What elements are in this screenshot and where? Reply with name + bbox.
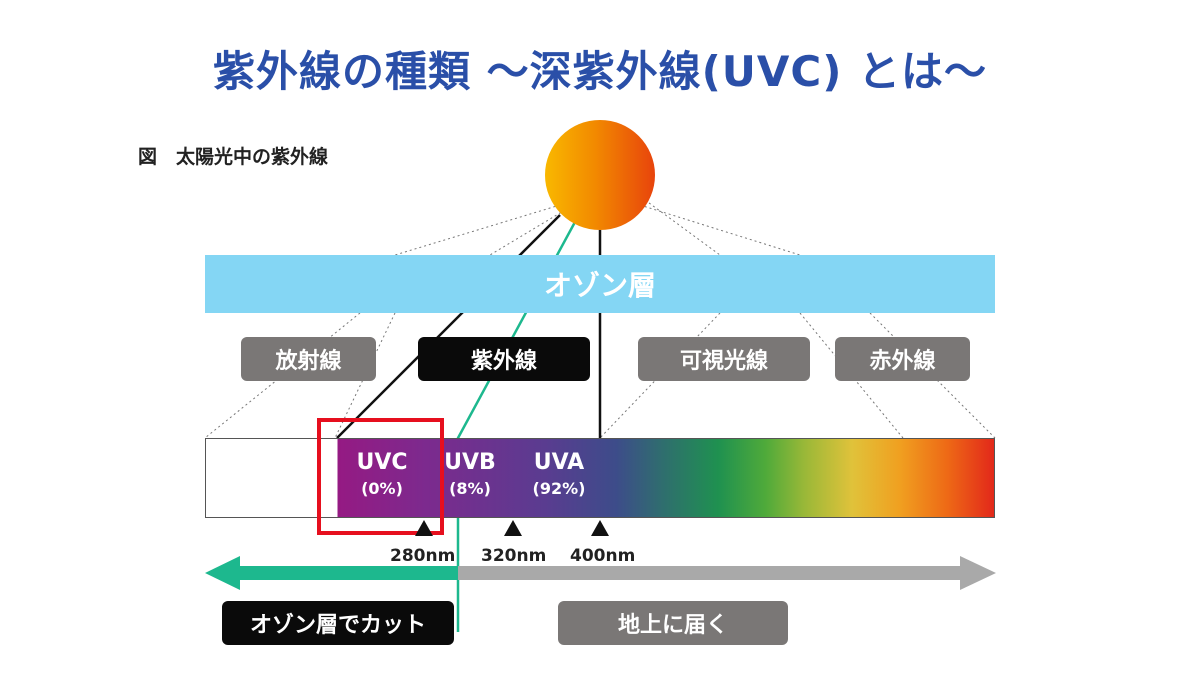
ozone-label: オゾン層 — [543, 269, 656, 302]
uvc-highlight-box — [317, 418, 444, 535]
category-radiation-label: 放射線 — [275, 349, 342, 374]
band-uvb-share: (8%) — [449, 479, 491, 498]
band-uva-name: UVA — [533, 450, 585, 475]
reach-label: 地上に届く — [617, 613, 728, 638]
band-uva-share: (92%) — [532, 479, 586, 498]
radiation-dotted-left — [204, 312, 361, 439]
tick-400-icon — [591, 520, 609, 536]
category-infrared-label: 赤外線 — [869, 349, 936, 374]
sun-ray-dotted-left — [394, 204, 561, 256]
uv-boundary-line-left — [336, 214, 561, 439]
category-uv: 紫外線 — [418, 337, 590, 381]
reach-label-box: 地上に届く — [558, 601, 788, 645]
band-uva: UVA (92%) — [513, 450, 605, 498]
sun-ray-dotted-right-2 — [644, 199, 721, 256]
ozone-layer: オゾン層 — [205, 255, 995, 313]
radiation-dotted-right — [334, 312, 396, 439]
figure-caption: 図 太陽光中の紫外線 — [138, 146, 329, 168]
wavelength-280: 280nm — [390, 546, 456, 566]
category-uv-label: 紫外線 — [470, 349, 537, 374]
band-uvb: UVB (8%) — [424, 450, 516, 498]
category-visible-label: 可視光線 — [679, 349, 768, 374]
category-radiation: 放射線 — [241, 337, 376, 381]
cut-arrow-head — [205, 556, 240, 590]
sun-ray-dotted-right — [639, 204, 801, 256]
page-title: 紫外線の種類 ～深紫外線(UVC) とは～ — [212, 47, 988, 96]
reach-arrow-head — [960, 556, 996, 590]
wavelength-320: 320nm — [481, 546, 547, 566]
spectrum-bar — [205, 438, 995, 518]
tick-320-icon — [504, 520, 522, 536]
cut-label-box: オゾン層でカット — [222, 601, 454, 645]
wavelength-400: 400nm — [570, 546, 636, 566]
band-uvc-name: UVC — [356, 450, 408, 475]
cut-label: オゾン層でカット — [249, 613, 426, 638]
category-visible: 可視光線 — [638, 337, 810, 381]
reach-arrow-shaft — [458, 566, 963, 580]
sun-icon — [545, 120, 655, 230]
tick-280-icon — [415, 520, 433, 536]
band-uvb-name: UVB — [444, 450, 496, 475]
band-uvc: UVC (0%) — [336, 450, 428, 498]
band-uvc-share: (0%) — [361, 479, 403, 498]
category-infrared: 赤外線 — [835, 337, 970, 381]
cut-arrow-shaft — [222, 566, 458, 580]
